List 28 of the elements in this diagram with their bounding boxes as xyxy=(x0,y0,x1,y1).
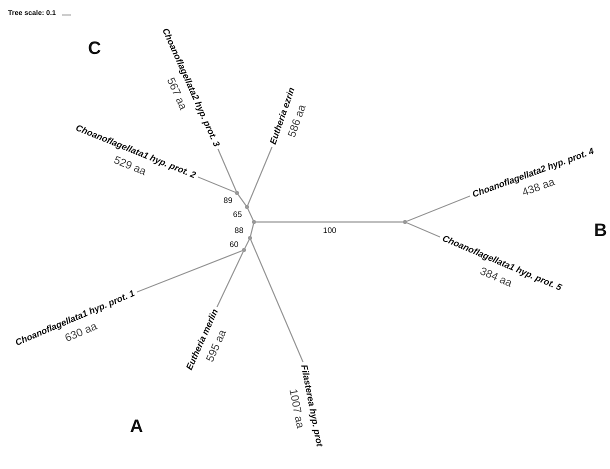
tree-branch xyxy=(249,238,304,362)
bootstrap-value: 89 xyxy=(222,196,234,204)
tree-branch xyxy=(404,221,440,238)
tree-branch xyxy=(404,195,470,223)
branch-node xyxy=(403,220,407,224)
bootstrap-value: 60 xyxy=(228,240,240,248)
branch-node xyxy=(242,248,246,252)
tree-branch xyxy=(198,176,238,194)
bootstrap-value: 88 xyxy=(234,226,244,234)
protein-length: 1007 aa xyxy=(286,388,306,430)
tree-branch xyxy=(246,206,255,222)
tree-branch xyxy=(136,249,244,293)
panel-letter: C xyxy=(88,38,101,59)
panel-letter: A xyxy=(130,416,143,437)
tree-branch xyxy=(217,148,238,194)
tree-branch xyxy=(243,238,251,250)
bootstrap-value: 100 xyxy=(322,226,338,234)
tree-branch xyxy=(236,192,248,208)
tree-branch xyxy=(246,146,273,208)
panel-letter: B xyxy=(594,220,607,241)
branch-node xyxy=(248,236,252,240)
tree-branch xyxy=(216,250,245,308)
branch-node xyxy=(252,220,256,224)
branch-node xyxy=(245,205,249,209)
tree-branch xyxy=(254,221,405,223)
tree-branch xyxy=(249,222,255,238)
branch-node xyxy=(235,191,239,195)
bootstrap-value: 65 xyxy=(232,210,243,219)
